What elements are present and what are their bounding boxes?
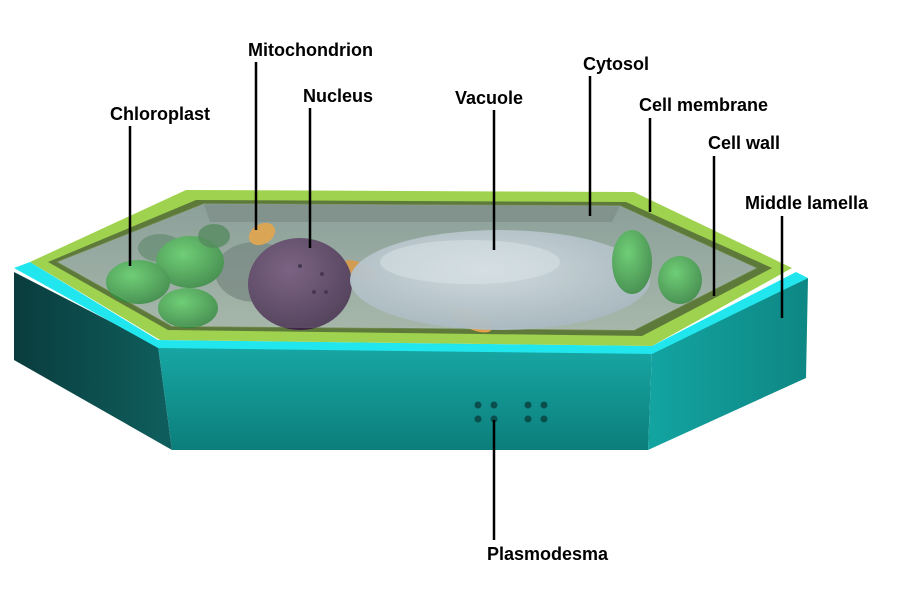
leader-lines	[128, 62, 784, 540]
plasmodesma-dot	[474, 401, 482, 409]
chloroplast-shape	[156, 236, 224, 288]
middle-lamella-front-face	[158, 346, 652, 450]
chloroplast-shape	[612, 230, 652, 294]
label-chloroplast: Chloroplast	[110, 104, 211, 124]
plasmodesma-dot	[540, 415, 548, 423]
chloroplast-shape	[658, 256, 702, 304]
label-cell-wall: Cell wall	[708, 133, 781, 153]
label-vacuole: Vacuole	[455, 88, 524, 108]
chloroplast-shape	[198, 224, 230, 248]
nucleus-shape	[248, 238, 352, 330]
label-middle-lamella: Middle lamella	[745, 193, 869, 213]
label-plasmodesma: Plasmodesma	[487, 544, 609, 564]
plasmodesma-dot	[490, 415, 498, 423]
middle-lamella-block	[14, 262, 808, 450]
vacuole-highlight	[380, 240, 560, 284]
plasmodesma-dot	[490, 401, 498, 409]
cell-membrane	[56, 203, 758, 331]
chloroplast-shape	[106, 260, 170, 304]
nucleolus-dot	[324, 290, 328, 294]
label-cell-membrane: Cell membrane	[639, 95, 769, 115]
cytosol-back-wall	[204, 204, 620, 222]
middle-lamella-left-face	[14, 272, 172, 450]
plasmodesma-pores	[474, 401, 548, 423]
middle-lamella-right-face	[648, 278, 808, 450]
organelles	[106, 222, 702, 333]
nucleolus-dot	[312, 290, 316, 294]
cell-membrane-glass	[56, 203, 758, 331]
label-cytosol: Cytosol	[583, 54, 650, 74]
chloroplast-shape	[158, 288, 218, 328]
plasmodesma-dot	[474, 415, 482, 423]
nucleolus-dot	[320, 272, 324, 276]
label-mitochondrion: Mitochondrion	[248, 40, 373, 60]
plasmodesma-dot	[540, 401, 548, 409]
plasmodesma-dot	[524, 415, 532, 423]
label-nucleus: Nucleus	[303, 86, 374, 106]
plasmodesma-dot	[524, 401, 532, 409]
nucleolus-dot	[298, 264, 302, 268]
